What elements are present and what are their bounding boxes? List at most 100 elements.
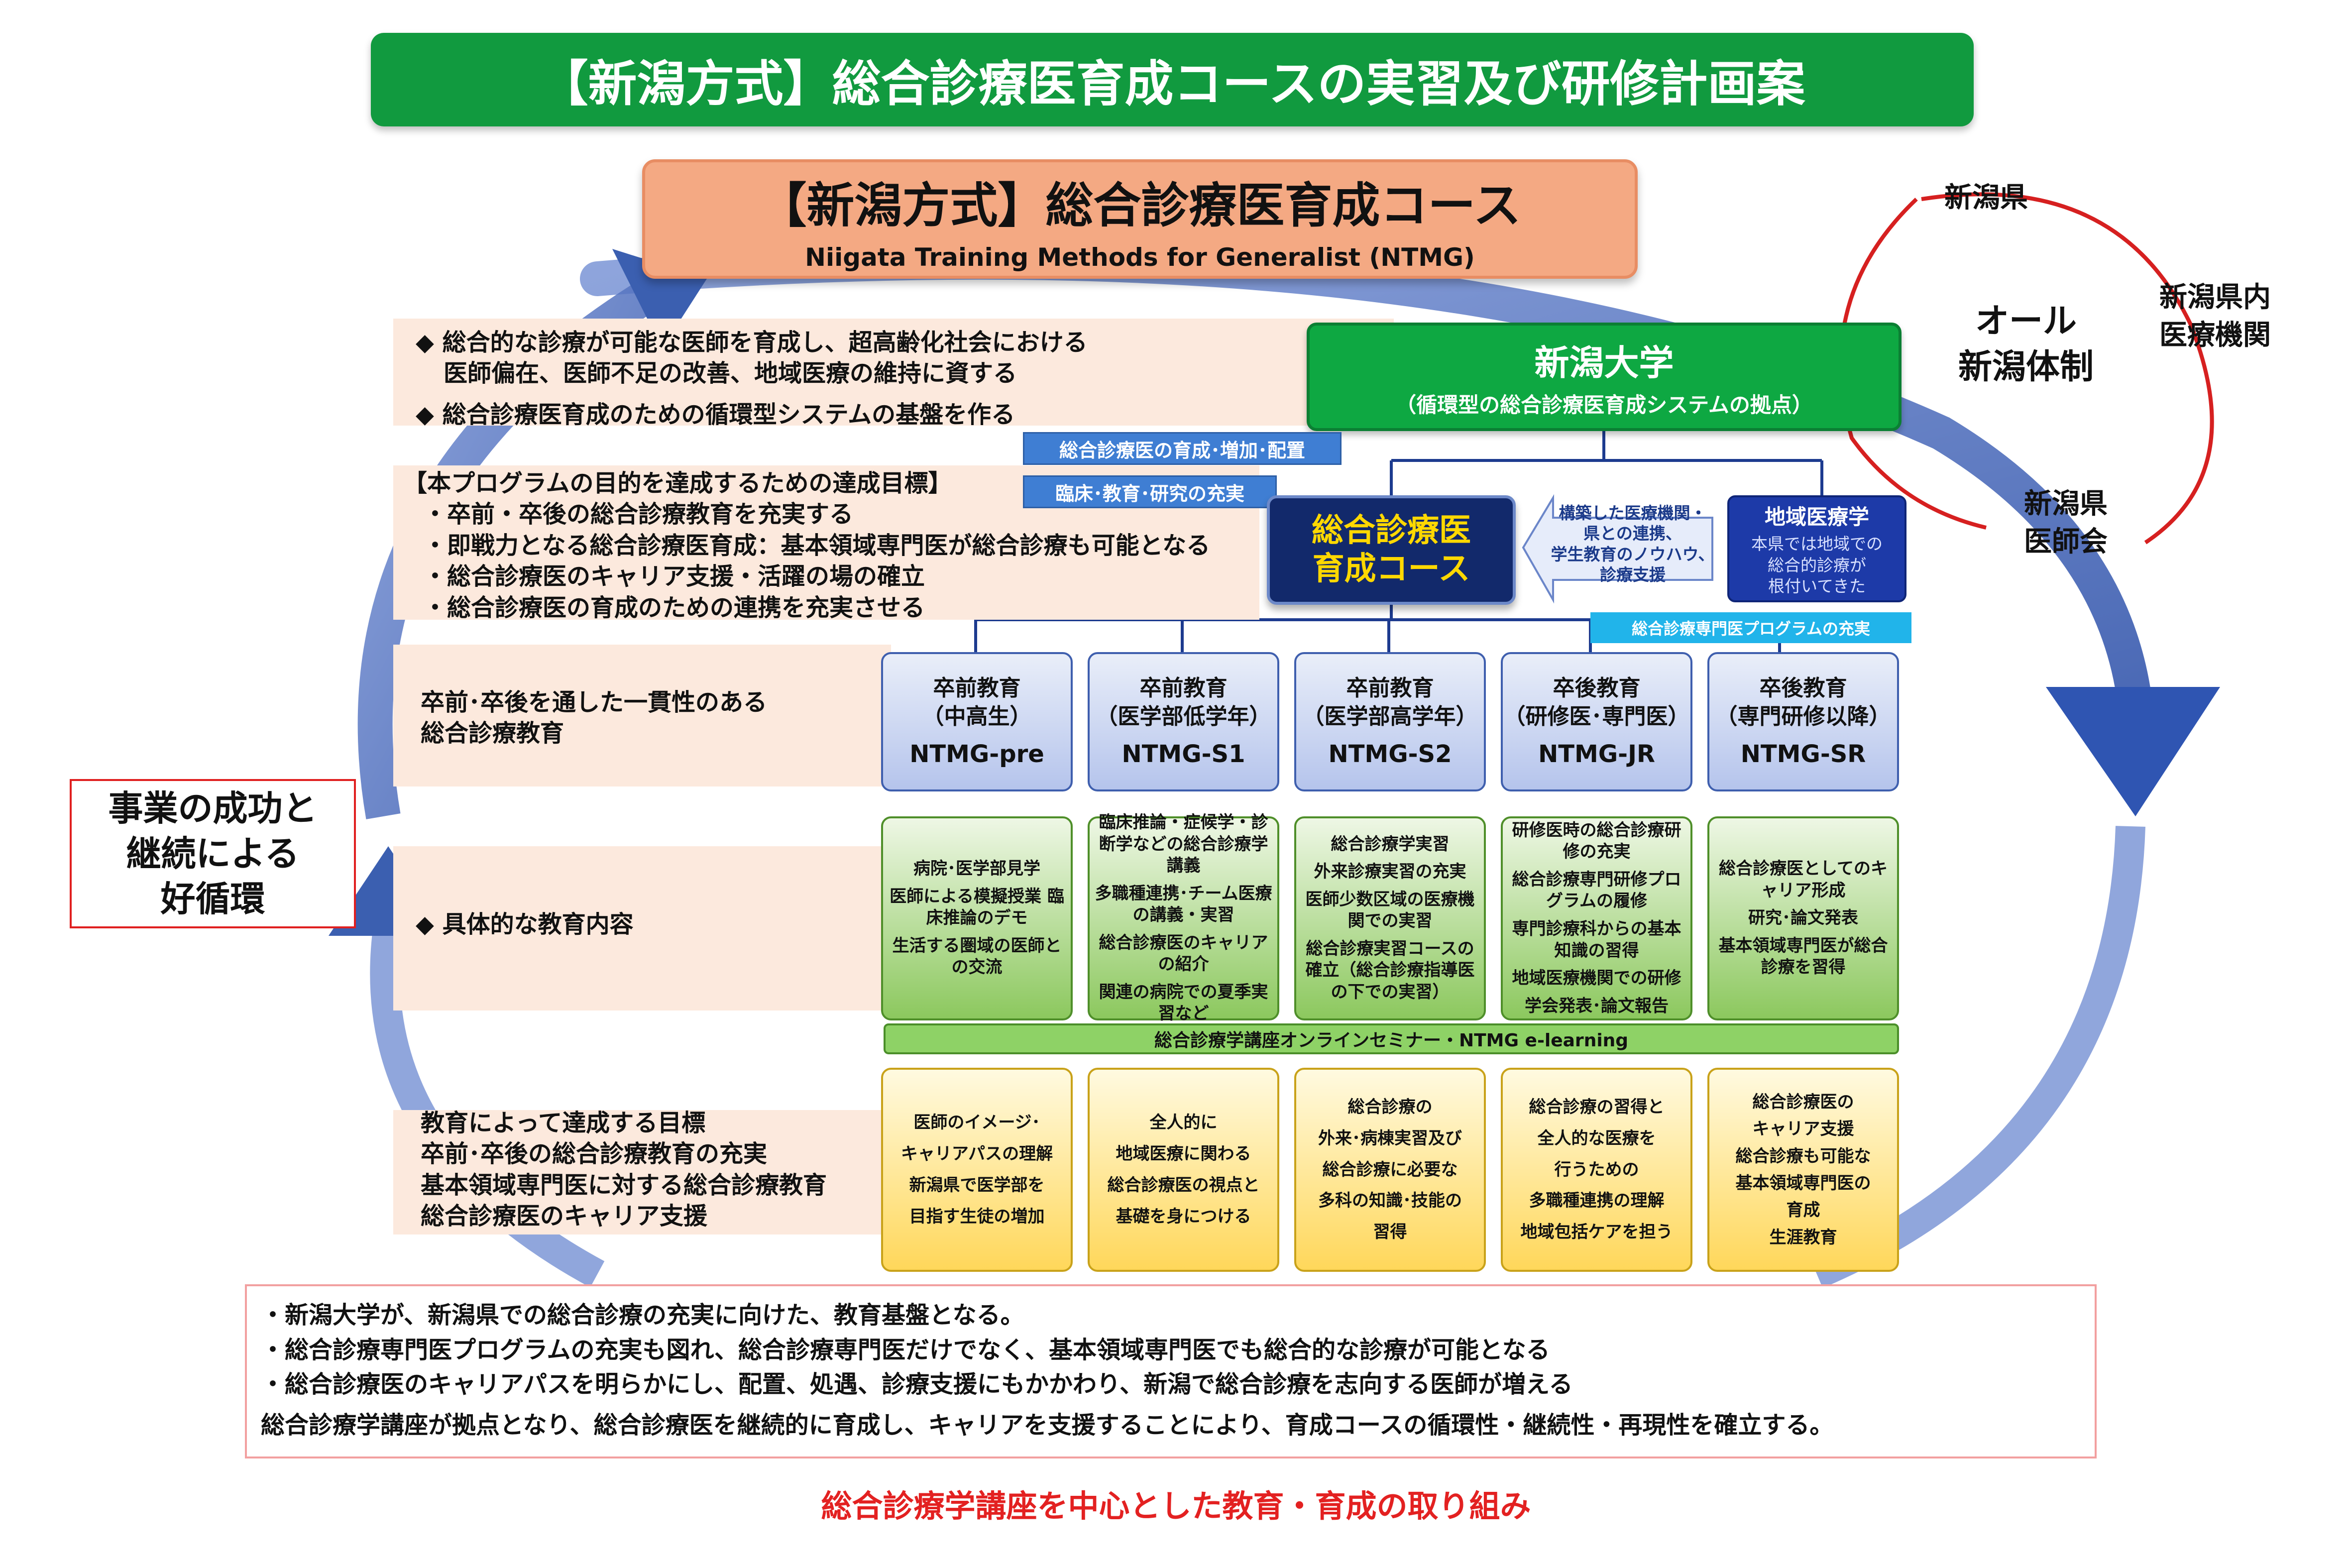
course-english: Niigata Training Methods for Generalist … <box>805 242 1475 272</box>
consistent-text: 卒前･卒後を通した一貫性のある 総合診療教育 <box>421 687 767 749</box>
content-item: 医師少数区域の医療機関での実習 <box>1305 889 1475 931</box>
goal-box: 全人的に 地域医療に関わる 総合診療医の視点と 基礎を身につける <box>1088 1068 1279 1272</box>
targets-heading: 【本プログラムの目的を達成するための達成目標】 <box>403 469 952 497</box>
content-item: 病院･医学部見学 <box>913 859 1040 879</box>
stage-box: 卒前教育 （中高生） NTMG-pre <box>881 652 1073 791</box>
content-item: 医師による模擬授業 臨床推論のデモ <box>890 886 1064 928</box>
content-item: 多職種連携･チーム医療の講義・実習 <box>1095 883 1272 925</box>
target-item: ・総合診療医の育成のための連携を充実させる <box>423 593 925 622</box>
summary-line: ・総合診療専門医プログラムの充実も図れ、総合診療専門医だけでなく、基本領域専門医… <box>261 1336 1550 1364</box>
goal-line: 総合診療も可能な <box>1735 1146 1871 1166</box>
content-item: 研修医時の総合診療研修の充実 <box>1512 820 1681 862</box>
goal-line: 行うための <box>1554 1159 1639 1180</box>
goal-line: 習得 <box>1373 1222 1407 1242</box>
goal-label-line: 基本領域専門医に対する総合診療教育 <box>421 1171 827 1199</box>
purpose-text: ◆ 総合的な診療が可能な医師を育成し、超高齢化社会における 医師偏在、医師不足の… <box>416 327 1088 430</box>
targets-text: 【本プログラムの目的を達成するための達成目標】 ・卒前・卒後の総合診療教育を充実… <box>403 468 1210 623</box>
summary-line: ・総合診療医のキャリアパスを明らかにし、配置、処遇、診療支援にもかかわり、新潟で… <box>261 1370 1573 1399</box>
goal-line: 全人的な医療を <box>1537 1128 1656 1148</box>
support-arrow <box>1522 494 1713 604</box>
content-box: 総合診療学実習 外来診療実習の充実 医師少数区域の医療機関での実習 総合診療実習… <box>1294 816 1486 1020</box>
course-name: 【新潟方式】総合診療医育成コース <box>759 177 1521 233</box>
target-item: ・卒前・卒後の総合診療教育を充実する <box>423 500 854 529</box>
content-label: ◆ 具体的な教育内容 <box>416 910 634 938</box>
content-box: 研修医時の総合診療研修の充実 総合診療専門研修プログラムの履修 専門診療科からの… <box>1501 816 1692 1020</box>
all-niigata-line: オール <box>1975 302 2077 341</box>
stage-line2: （医学部低学年） <box>1096 703 1271 729</box>
content-item: 外来診療実習の充実 <box>1314 862 1466 882</box>
purpose-line-2: 医師偏在、医師不足の改善、地域医療の維持に資する <box>444 359 1017 388</box>
chiiki-line: 本県では地域での <box>1751 534 1883 554</box>
stage-code: NTMG-SR <box>1740 740 1866 768</box>
goal-line: 総合診療の習得と <box>1529 1097 1665 1117</box>
ntmg-line: 総合診療医 <box>1312 512 1471 550</box>
goal-line: 全人的に <box>1149 1113 1218 1133</box>
content-item: 専門診療科からの基本知識の習得 <box>1512 919 1681 961</box>
institutions-line: 新潟県内 <box>2159 281 2271 314</box>
stage-line1: 卒後教育 <box>1553 675 1641 701</box>
goal-line: 多科の知識･技能の <box>1318 1191 1462 1211</box>
goal-line: 医師のイメージ･ <box>913 1113 1040 1133</box>
stage-code: NTMG-S2 <box>1328 740 1452 768</box>
content-item: 関連の病院での夏季実習など <box>1099 982 1268 1024</box>
arrow-line: 構築した医療機関・ <box>1559 503 1707 523</box>
support-arrow-text: 構築した医療機関・ 県との連携、 学生教育のノウハウ、 診療支援 <box>1533 503 1732 585</box>
ntmg-line: 育成コース <box>1312 551 1470 587</box>
niigata-institutions: 新潟県内 医療機関 <box>2116 279 2315 354</box>
stage-line2: （中高生） <box>922 703 1032 729</box>
content-item: 総合診療医としてのキャリア形成 <box>1719 859 1888 900</box>
stage-code: NTMG-JR <box>1538 740 1655 768</box>
goal-label-line: 総合診療医のキャリア支援 <box>421 1202 708 1231</box>
target-item: ・総合診療医のキャリア支援・活躍の場の確立 <box>423 562 925 591</box>
goal-label-line: 教育によって達成する目標 <box>421 1109 706 1137</box>
goal-line: 育成 <box>1786 1200 1820 1221</box>
stage-line2: （研修医･専門医） <box>1503 703 1690 729</box>
goal-label-line: 卒前･卒後の総合診療教育の充実 <box>421 1140 768 1168</box>
purpose-line-3: ◆ 総合診療医育成のための循環型システムの基盤を作る <box>416 400 1015 429</box>
arrow-line: 県との連携、 <box>1583 524 1682 544</box>
consistent-band <box>393 645 891 786</box>
arrow-line: 診療支援 <box>1600 564 1666 584</box>
content-box: 総合診療医としてのキャリア形成 研究･論文発表 基本領域専門医が総合診療を習得 <box>1707 816 1899 1020</box>
goal-line: キャリア支援 <box>1752 1119 1854 1139</box>
content-box: 臨床推論・症候学・診断学などの総合診療学講義 多職種連携･チーム医療の講義・実習… <box>1088 812 1279 1023</box>
arrow-line: 学生教育のノウハウ、 <box>1551 544 1715 564</box>
stage-line1: 卒前教育 <box>933 675 1021 701</box>
stage-code: NTMG-S1 <box>1121 740 1245 768</box>
arrowhead-right <box>2046 687 2220 816</box>
stage-box: 卒前教育 （医学部高学年） NTMG-S2 <box>1294 652 1486 791</box>
goal-box: 総合診療医の キャリア支援 総合診療も可能な 基本領域専門医の 育成 生涯教育 <box>1707 1068 1899 1272</box>
goal-line: 地域包括ケアを担う <box>1520 1222 1673 1242</box>
stage-line1: 卒前教育 <box>1139 675 1228 701</box>
virtuous-cycle-box: 事業の成功と 継続による 好循環 <box>70 779 356 928</box>
goal-box: 総合診療の 外来･病棟実習及び 総合診療に必要な 多科の知識･技能の 習得 <box>1294 1068 1486 1272</box>
summary-box: ・新潟大学が、新潟県での総合診療の充実に向けた、教育基盤となる。 ・総合診療専門… <box>245 1284 2097 1458</box>
goal-line: 目指す生徒の増加 <box>909 1206 1045 1227</box>
content-item: 学会発表･論文報告 <box>1525 996 1669 1016</box>
content-band <box>393 846 891 1010</box>
goal-line: 生涯教育 <box>1769 1227 1837 1247</box>
all-niigata-line: 新潟体制 <box>1958 347 2094 387</box>
cycle-line: 好循環 <box>160 878 265 919</box>
institutions-line: 医療機関 <box>2159 319 2271 351</box>
stage-box: 卒後教育 （研修医･専門医） NTMG-JR <box>1501 652 1692 791</box>
cycle-line: 継続による <box>126 833 300 874</box>
all-niigata-center: オール 新潟体制 <box>1926 299 2126 390</box>
ntmg-course-box: 総合診療医 育成コース <box>1267 495 1516 605</box>
summary-line: 総合診療学講座が拠点となり、総合診療医を継続的に育成し、キャリアを支援することに… <box>261 1411 1834 1439</box>
niigata-medical-assoc: 新潟県 医師会 <box>1986 485 2145 560</box>
goal-line: 総合診療医の <box>1752 1092 1854 1112</box>
goal-line: 新潟県で医学部を <box>909 1175 1045 1195</box>
goal-box: 総合診療の習得と 全人的な医療を 行うための 多職種連携の理解 地域包括ケアを担… <box>1501 1068 1692 1272</box>
footer-text: 総合診療学講座を中心とした教育・育成の取り組み <box>821 1488 1531 1524</box>
stage-line2: （医学部高学年） <box>1302 703 1478 729</box>
goal-line: 総合診療の <box>1347 1097 1433 1117</box>
goal-line: 外来･病棟実習及び <box>1318 1128 1462 1148</box>
content-item: 基本領域専門医が総合診療を習得 <box>1718 935 1888 978</box>
goal-line: 総合診療医の視点と <box>1107 1175 1260 1195</box>
goal-line: 多職種連携の理解 <box>1529 1191 1665 1211</box>
content-box: 病院･医学部見学 医師による模擬授業 臨床推論のデモ 生活する圏域の医師との交流 <box>881 816 1073 1020</box>
chiiki-desc: 本県では地域での 総合的診療が 根付いてきた <box>1751 534 1883 598</box>
goal-line: キャリアパスの理解 <box>900 1144 1053 1164</box>
